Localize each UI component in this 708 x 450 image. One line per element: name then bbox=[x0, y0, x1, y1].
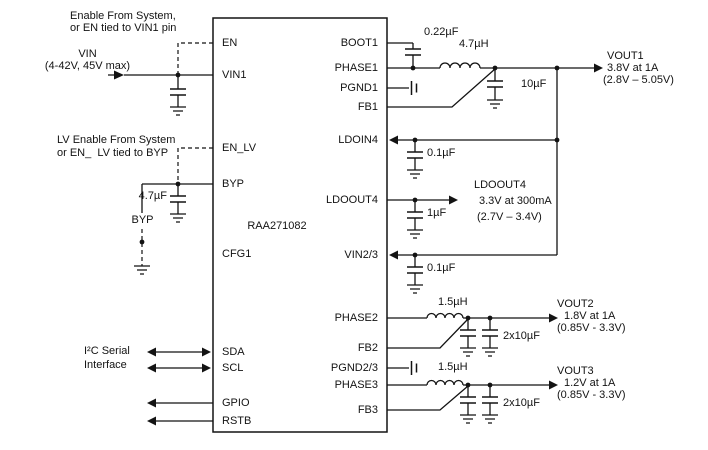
pin-label-fb3: FB3 bbox=[357, 404, 378, 416]
vin-arrow-icon bbox=[114, 70, 124, 80]
pin-label-en-lv: EN_LV bbox=[222, 142, 257, 154]
i2c-interface-line2: Interface bbox=[84, 359, 127, 371]
pin-label-gpio: GPIO bbox=[222, 397, 250, 409]
pin-label-phase3: PHASE3 bbox=[334, 379, 378, 391]
lv-enable-note-line1: LV Enable From System bbox=[57, 134, 176, 146]
gpio-arrow-icon bbox=[147, 398, 156, 408]
vin23-arrow-icon bbox=[389, 250, 398, 260]
ldoout4-cap-value: 1µF bbox=[427, 207, 447, 219]
inductor2-value: 1.5µH bbox=[438, 296, 468, 308]
boot-cap-value: 0.22µF bbox=[424, 26, 459, 38]
ic-outline bbox=[212, 17, 388, 433]
pin-label-phase2: PHASE2 bbox=[334, 312, 378, 324]
ldoout4-arrow-icon bbox=[449, 195, 458, 205]
vout1-name: VOUT1 bbox=[607, 50, 644, 62]
ldoout4-name: LDOOUT4 bbox=[474, 179, 526, 191]
ground-icon bbox=[459, 414, 477, 424]
lv-enable-note-line2: or EN_ LV tied to BYP bbox=[57, 147, 169, 159]
dashed-tie-wires bbox=[141, 42, 213, 266]
pin-label-vin23: VIN2/3 bbox=[344, 249, 378, 261]
pin-label-fb2: FB2 bbox=[357, 342, 378, 354]
vout3-capacitor2-icon bbox=[481, 396, 499, 404]
scl-arrow-right-icon bbox=[202, 363, 211, 373]
vout3-name: VOUT3 bbox=[557, 365, 594, 377]
i2c-interface-line1: I²C Serial bbox=[84, 345, 130, 357]
vout1-rating: 3.8V at 1A bbox=[607, 62, 659, 74]
vout3-range: (0.85V - 3.3V) bbox=[557, 389, 626, 401]
pin-label-ldoout4: LDOOUT4 bbox=[326, 194, 378, 206]
vout2-name: VOUT2 bbox=[557, 298, 594, 310]
ldoout4-capacitor-icon bbox=[406, 211, 424, 219]
inductor1-value: 4.7µH bbox=[459, 38, 489, 50]
pin-label-en: EN bbox=[222, 37, 238, 49]
enable-note-line1: Enable From System, bbox=[70, 10, 176, 22]
pin-label-fb1: FB1 bbox=[357, 101, 378, 113]
ldoin4-cap-value: 0.1µF bbox=[427, 147, 456, 159]
pin-label-pgnd23: PGND2/3 bbox=[330, 362, 378, 374]
vin-capacitor-icon bbox=[169, 88, 187, 96]
arrowheads bbox=[114, 63, 603, 426]
ground-icon bbox=[169, 106, 187, 116]
pin-label-cfg1: CFG1 bbox=[222, 248, 252, 260]
out2-caps-value: 2x10µF bbox=[503, 330, 540, 342]
ldoout4-range: (2.7V – 3.4V) bbox=[477, 211, 542, 223]
byp-cap-value: 4.7µF bbox=[138, 190, 167, 202]
pin-label-byp: BYP bbox=[222, 178, 245, 190]
rstb-arrow-icon bbox=[147, 416, 156, 426]
ground-icon bbox=[406, 169, 424, 179]
vout2-arrow-icon bbox=[549, 313, 558, 323]
vout1-capacitor-icon bbox=[486, 80, 504, 88]
vout2-capacitor1-icon bbox=[459, 329, 477, 337]
pgnd-symbols bbox=[410, 81, 418, 375]
sda-arrow-right-icon bbox=[202, 347, 211, 357]
pin-label-scl: SCL bbox=[222, 362, 244, 374]
ldoout4-rating: 3.3V at 300mA bbox=[479, 195, 552, 207]
vout3-capacitor1-icon bbox=[459, 396, 477, 404]
pin-label-ldoin4: LDOIN4 bbox=[338, 134, 378, 146]
byp-net-label: BYP bbox=[131, 214, 154, 226]
scl-arrow-left-icon bbox=[147, 363, 156, 373]
ground-icon bbox=[481, 414, 499, 424]
pin-label-phase1: PHASE1 bbox=[334, 62, 378, 74]
pin-label-boot1: BOOT1 bbox=[340, 37, 378, 49]
ic-part-number: RAA271082 bbox=[247, 220, 307, 232]
vout1-arrow-icon bbox=[594, 63, 603, 73]
vin-label: VIN bbox=[78, 48, 97, 60]
vin23-cap-value: 0.1µF bbox=[427, 262, 456, 274]
out1-cap-value: 10µF bbox=[521, 78, 547, 90]
ground-icon bbox=[481, 347, 499, 357]
vout2-capacitor2-icon bbox=[481, 329, 499, 337]
byp-capacitor-icon bbox=[169, 195, 187, 203]
enable-note-line2: or EN tied to VIN1 pin bbox=[70, 22, 177, 34]
pin-label-sda: SDA bbox=[222, 346, 245, 358]
ground-icon bbox=[486, 99, 504, 109]
pin-label-vin1: VIN1 bbox=[222, 69, 247, 81]
ground-icon bbox=[406, 284, 424, 294]
inductor-coils bbox=[426, 62, 481, 386]
out3-caps-value: 2x10µF bbox=[503, 397, 540, 409]
pin-label-rstb: RSTB bbox=[222, 415, 252, 427]
ground-icon bbox=[133, 265, 151, 275]
ldoin4-arrow-icon bbox=[389, 135, 398, 145]
sda-arrow-left-icon bbox=[147, 347, 156, 357]
vout3-arrow-icon bbox=[549, 380, 558, 390]
vout3-rating: 1.2V at 1A bbox=[564, 377, 616, 389]
vout2-range: (0.85V - 3.3V) bbox=[557, 322, 626, 334]
ldoin4-capacitor-icon bbox=[406, 151, 424, 159]
boot1-capacitor-icon bbox=[404, 48, 422, 56]
ground-icon bbox=[406, 229, 424, 239]
capacitor-stubs bbox=[177, 43, 496, 415]
ground-icon bbox=[169, 213, 187, 223]
inductor3-value: 1.5µH bbox=[438, 361, 468, 373]
vin-range: (4-42V, 45V max) bbox=[44, 60, 131, 72]
vout1-range: (2.8V – 5.05V) bbox=[603, 74, 674, 86]
vout2-rating: 1.8V at 1A bbox=[564, 310, 616, 322]
ground-icon bbox=[459, 347, 477, 357]
junction-dots bbox=[139, 65, 560, 388]
pin-label-pgnd1: PGND1 bbox=[340, 82, 378, 94]
vin23-capacitor-icon bbox=[406, 266, 424, 274]
